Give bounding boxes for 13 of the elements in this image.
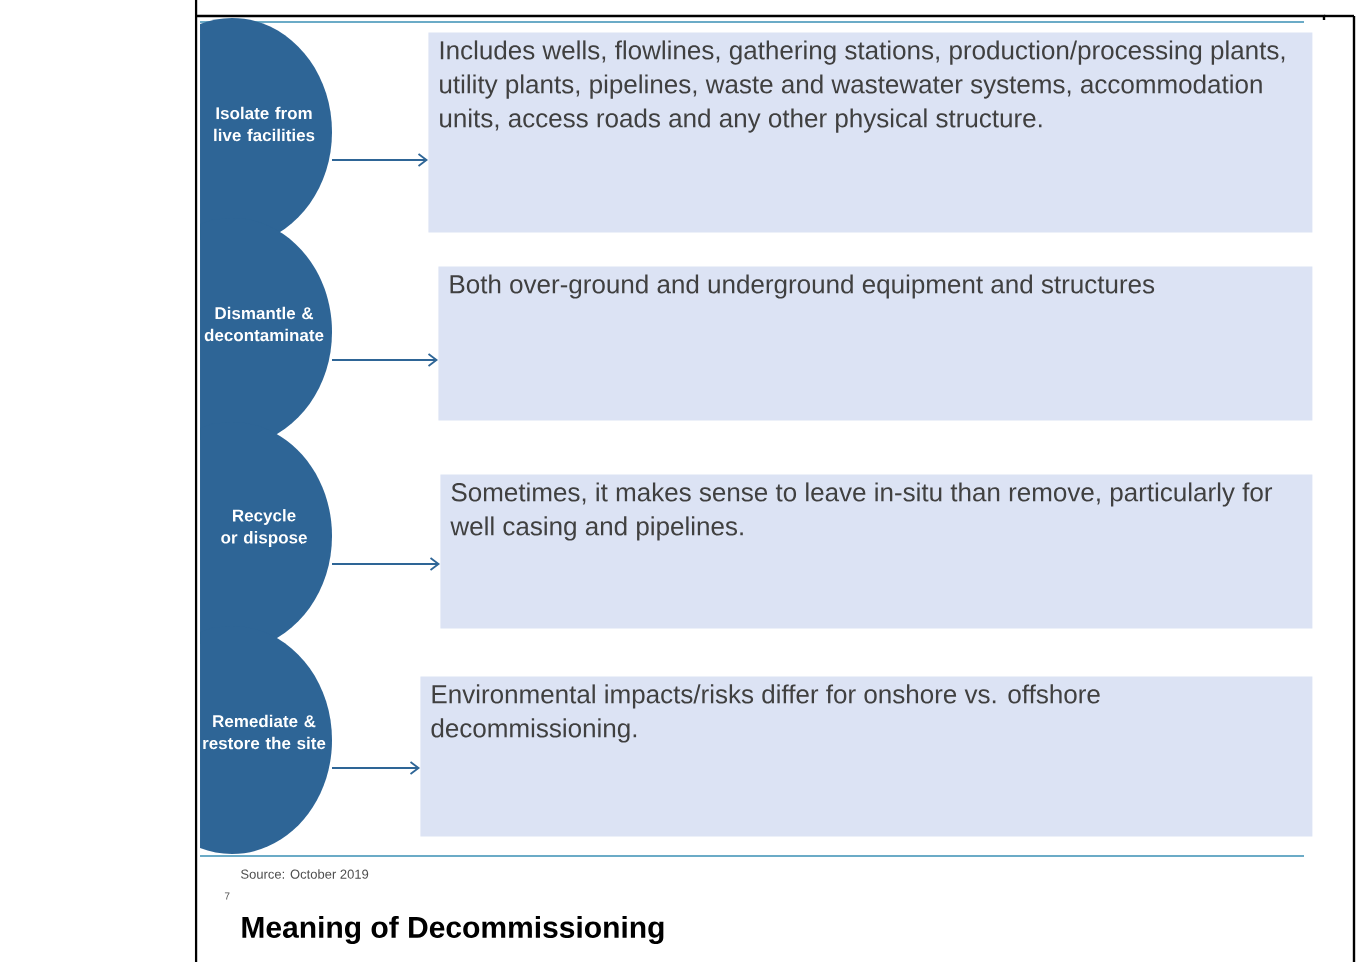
arrow <box>331 153 428 167</box>
caption: Meaning of Decommissioning <box>242 915 664 945</box>
description-box: Includes wells, flowlines, gathering stations, production/processing plants, utility plants, pipelines, waste and wastewater systems, accommodation units, access roads and any other physical structure. <box>428 32 1313 233</box>
node-label: Remediate & restore the site <box>203 714 326 750</box>
node-label: Dismantle & decontaminate <box>204 306 324 342</box>
node-label: Isolate from live facilities <box>214 106 315 142</box>
arrow <box>331 353 438 367</box>
arrow <box>331 761 421 775</box>
description-box: Environmental impacts/risks differ for onshore vs. offshore decommissioning. <box>420 676 1313 837</box>
arrow <box>331 557 440 571</box>
description-box: Sometimes, it makes sense to leave in-situ than remove, particularly for well casing and pipelines. <box>440 474 1313 629</box>
node-label: Recycle or dispose <box>221 509 307 547</box>
description-box: Both over-ground and underground equipment and structures <box>438 266 1313 421</box>
